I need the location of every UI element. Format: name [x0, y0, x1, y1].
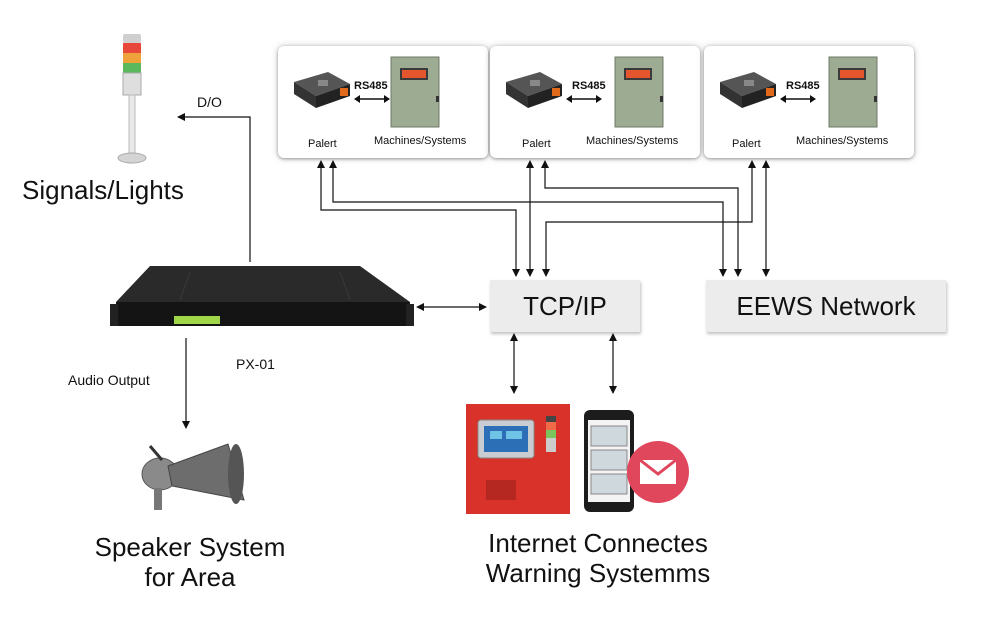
internet-warning-line-1: Internet Connectes [488, 528, 708, 558]
machine-cabinet-icon [828, 56, 878, 128]
eews-network-box: EEWS Network [706, 280, 946, 332]
rs485-arrow-icon [566, 95, 602, 103]
internet-warning-label: Internet Connectes Warning Systemms [470, 528, 726, 588]
speaker-system-line-1: Speaker System [94, 532, 286, 562]
rs485-label: RS485 [786, 80, 820, 92]
rs485-arrow-icon [780, 95, 816, 103]
do-label: D/O [197, 94, 222, 110]
tcpip-box: TCP/IP [490, 280, 640, 332]
machines-label: Machines/Systems [796, 135, 889, 147]
machines-label: Machines/Systems [586, 135, 679, 147]
speaker-system-label: Speaker System for Area [90, 532, 290, 592]
machine-cabinet-icon [614, 56, 664, 128]
palert-device-icon [294, 72, 350, 108]
rs485-label: RS485 [572, 80, 606, 92]
palert-device-icon [506, 72, 562, 108]
smartphone-icon [584, 410, 634, 512]
machines-label: Machines/Systems [374, 135, 467, 147]
palert-label: Palert [308, 138, 337, 150]
station-panel: RS485 Palert Machines/Systems [490, 46, 700, 158]
px01-label: PX-01 [236, 356, 275, 372]
mail-notification-icon [627, 441, 689, 503]
horn-speaker-icon [141, 443, 245, 510]
bus-1a [317, 160, 520, 277]
internet-warning-line-2: Warning Systemms [485, 558, 711, 588]
rs485-arrow-icon [354, 95, 390, 103]
palert-label: Palert [522, 138, 551, 150]
signals-lights-label: Signals/Lights [22, 175, 184, 205]
palert-device-icon [720, 72, 776, 108]
station-panel: RS485 Palert Machines/Systems [704, 46, 914, 158]
px01-rack-unit-icon [110, 266, 414, 326]
bus-3a [542, 160, 756, 277]
audio-output-label: Audio Output [68, 372, 150, 388]
rs485-label: RS485 [354, 80, 388, 92]
signal-tower-light-icon [117, 34, 147, 164]
palert-label: Palert [732, 138, 761, 150]
machine-cabinet-icon [390, 56, 440, 128]
do-line [177, 113, 251, 262]
speaker-system-line-2: for Area [144, 562, 236, 592]
alarm-panel-icon [466, 404, 570, 514]
station-panel: RS485 Palert Machines/Systems [278, 46, 488, 158]
